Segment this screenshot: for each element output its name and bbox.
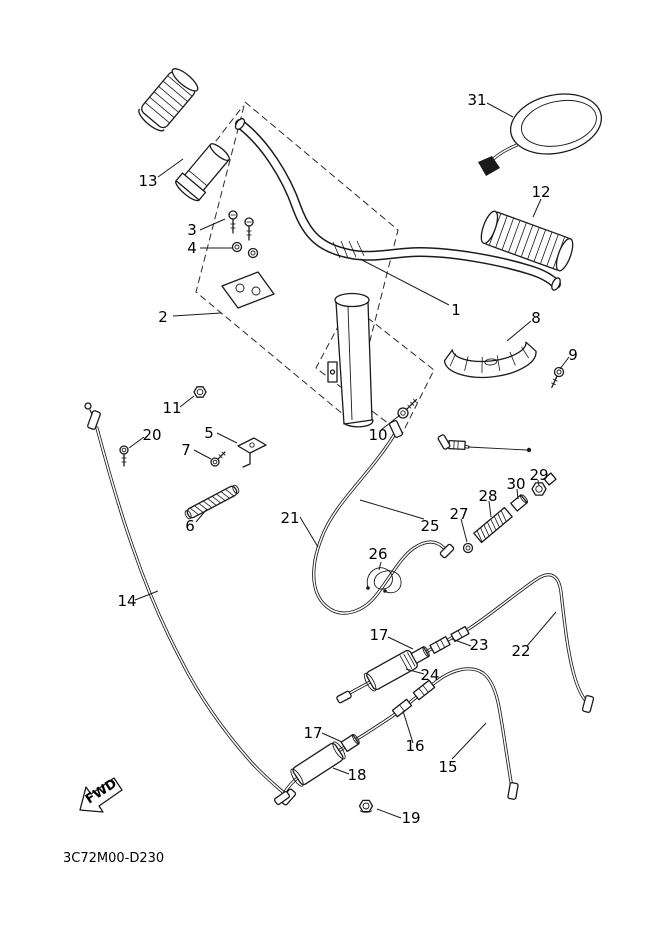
diagram-code: 3C72M00-D230 [63, 851, 164, 866]
part-label-14: 14 [117, 592, 136, 610]
cable-sleeve-17a [410, 646, 430, 664]
mirror [478, 93, 603, 176]
small-spring [366, 567, 402, 594]
holder-screws [228, 210, 254, 241]
brake-cable-lower [273, 667, 519, 806]
cable-sleeve-17b [340, 733, 360, 753]
holder-washers [231, 241, 259, 259]
cable-adjuster-16b [391, 698, 413, 718]
part-label-17b: 17 [303, 724, 322, 742]
right-grip [480, 210, 574, 272]
part-label-25: 25 [420, 517, 439, 535]
part-label-17a: 17 [369, 626, 388, 644]
part-label-18: 18 [347, 766, 366, 784]
nut-29 [531, 472, 557, 496]
part-label-24: 24 [420, 666, 439, 684]
throttle-cable-loop [312, 420, 455, 615]
handlebar [234, 118, 561, 291]
upper-holder [221, 271, 275, 309]
part-label-2: 2 [158, 308, 168, 326]
part-label-28: 28 [478, 487, 497, 505]
cable-adjuster-23b [450, 625, 470, 643]
brake-cable-upper [336, 573, 595, 713]
part-label-23: 23 [469, 636, 488, 654]
cable-adjuster-16a [412, 679, 436, 701]
part-labels: 31 12 13 3 4 1 2 8 9 11 10 20 5 7 6 21 2… [117, 91, 577, 827]
steering-stem [327, 292, 374, 428]
part-label-10: 10 [368, 426, 387, 444]
cable-adjuster-23a [429, 636, 451, 654]
leader-lines [128, 102, 570, 819]
part-label-26: 26 [368, 545, 387, 563]
part-label-12: 12 [531, 183, 550, 201]
part-label-22: 22 [511, 642, 530, 660]
cable-guide-screw [119, 445, 129, 467]
part-label-8: 8 [531, 309, 541, 327]
collar-30 [510, 494, 528, 512]
construction-lines [195, 101, 435, 435]
part-label-15: 15 [438, 758, 457, 776]
part-label-7: 7 [181, 441, 191, 459]
part-label-19: 19 [401, 809, 420, 827]
left-grip [138, 68, 199, 132]
part-label-5: 5 [204, 424, 214, 442]
cable-boot-18 [290, 741, 346, 787]
cable-bracket [237, 437, 267, 468]
part-label-4: 4 [187, 239, 197, 257]
part-label-29: 29 [529, 466, 548, 484]
part-label-11: 11 [162, 399, 181, 417]
spring-28 [473, 506, 513, 544]
part-label-9: 9 [568, 346, 578, 364]
cover-screw [551, 366, 565, 389]
grip-sleeve [175, 143, 230, 202]
part-label-6: 6 [185, 517, 195, 535]
part-label-30: 30 [506, 475, 525, 493]
grip-end-part [184, 484, 240, 520]
part-label-13: 13 [138, 172, 157, 190]
part-label-31: 31 [467, 91, 486, 109]
part-label-21: 21 [280, 509, 299, 527]
part-label-1: 1 [451, 301, 461, 319]
handle-cover [443, 341, 537, 379]
stem-nut [193, 386, 207, 398]
handlebar-knurl [332, 240, 365, 259]
bracket-screw [210, 451, 226, 467]
upper-cable-adjuster [437, 434, 532, 453]
adjuster-assembly [462, 472, 557, 554]
part-label-20: 20 [142, 426, 161, 444]
fwd-arrow: FWD [79, 776, 123, 813]
stem-screw [397, 398, 418, 419]
cable-boot-24 [363, 649, 418, 692]
part-label-3: 3 [187, 221, 197, 239]
part-label-27: 27 [449, 505, 468, 523]
part-label-16: 16 [405, 737, 424, 755]
flange-nut-19 [358, 799, 374, 813]
